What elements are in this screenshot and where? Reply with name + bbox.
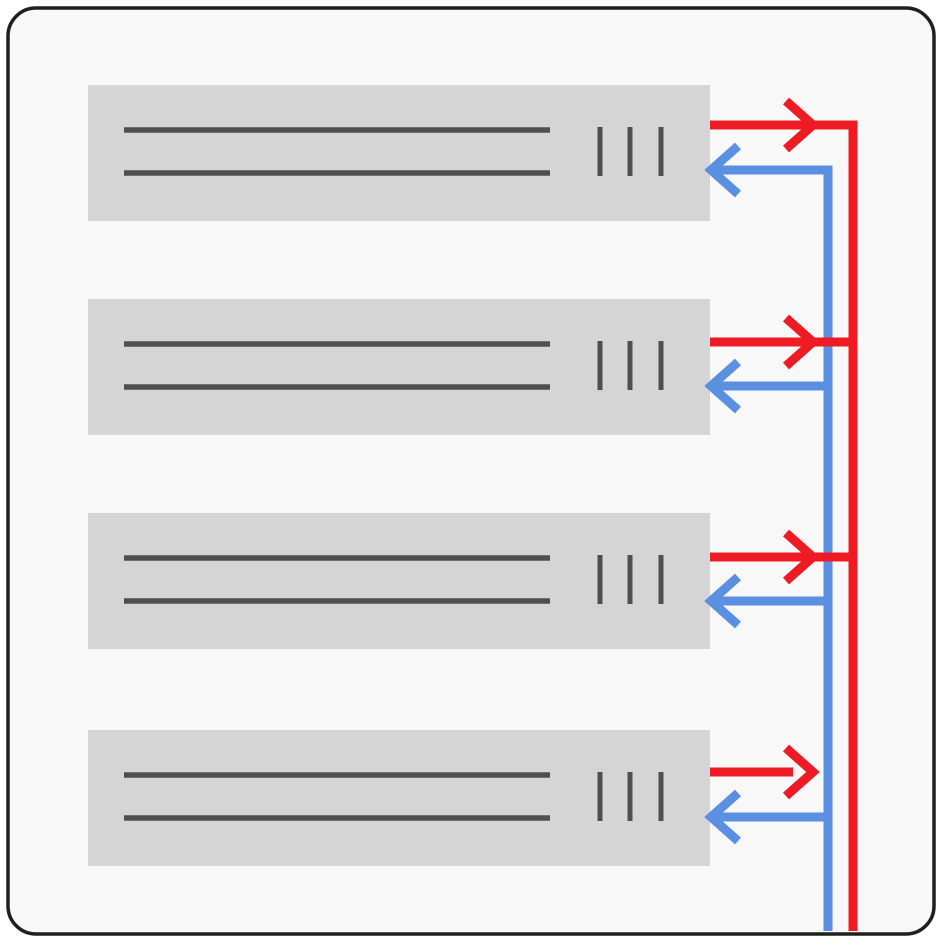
block-card-3 [88,513,710,649]
blue-left-arrowhead-icon-3 [704,573,741,629]
block-card-2 [88,299,710,435]
block-card-1 [88,85,710,221]
red-right-arrowhead-icon-4 [783,744,820,800]
red-right-arrowhead-icon-3 [783,529,820,585]
block-card-4 [88,730,710,866]
red-right-arrowhead-icon-2 [783,314,820,370]
diagram-frame [6,6,936,936]
red-right-arrowhead-icon-1 [783,97,820,153]
blue-left-arrowhead-icon-4 [704,789,741,845]
blue-left-arrowhead-icon-2 [704,358,741,414]
blue-left-arrowhead-icon-1 [704,142,741,198]
